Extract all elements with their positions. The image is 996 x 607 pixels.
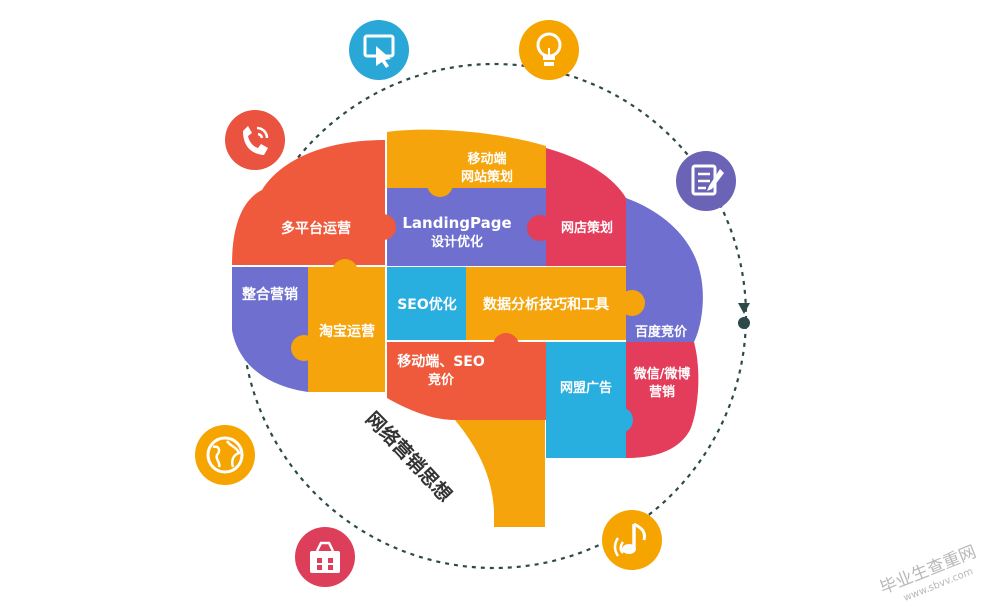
globe-icon — [195, 425, 255, 485]
label-mobile-seo-1: 移动端、SEO — [397, 353, 485, 370]
watermark: 毕业生查重网 www.sbvv.com — [877, 542, 979, 604]
label-mobile-site-1: 移动端 — [467, 151, 506, 167]
label-landing-1: LandingPage — [402, 214, 511, 232]
label-seo: SEO优化 — [397, 296, 457, 313]
label-shop: 网店策划 — [561, 220, 613, 236]
label-wechat-2: 营销 — [649, 384, 675, 400]
label-landing-2: 设计优化 — [431, 234, 483, 250]
tab-data-into-baidu — [619, 290, 645, 316]
tab-multi-into-landing — [370, 214, 396, 240]
label-alliance: 网盟广告 — [560, 380, 612, 396]
piece-taobao — [308, 267, 385, 392]
notepad-pen-icon — [676, 151, 736, 211]
tab-mobile-into-landing — [427, 171, 453, 197]
piece-multi-platform — [232, 140, 385, 265]
brain-stem — [455, 418, 545, 527]
label-taobao: 淘宝运营 — [319, 323, 375, 340]
label-mobile-site-2: 网站策划 — [461, 169, 513, 185]
label-integrated: 整合营销 — [241, 286, 298, 303]
piece-wechat — [626, 342, 699, 458]
orbit-ring — [240, 62, 748, 570]
ring-dot — [738, 317, 750, 329]
piece-seo — [387, 267, 466, 340]
shopping-basket-icon — [295, 527, 355, 587]
tab-alliance-into-wechat — [607, 407, 633, 433]
tab-taobao-into-integrated — [291, 335, 317, 361]
piece-mobile-site — [387, 129, 546, 188]
label-mobile-seo-2: 竞价 — [428, 372, 455, 388]
screen-touch-icon — [349, 20, 409, 80]
label-multi-platform: 多平台运营 — [281, 220, 351, 237]
tab-shop-into-landing — [527, 215, 553, 241]
center-caption: 网络营销思想 — [361, 408, 456, 507]
tab-seo-into-mobileseo — [493, 333, 519, 359]
piece-landing — [387, 188, 546, 266]
piece-shop — [546, 148, 626, 266]
piece-mobile-seo — [387, 342, 546, 420]
music-note-icon — [602, 510, 662, 570]
center-caption-path: 网络营销思想 — [361, 408, 456, 507]
piece-data-analysis — [466, 267, 626, 340]
piece-baidu — [626, 198, 703, 342]
piece-integrated — [232, 267, 308, 392]
label-data-analysis: 数据分析技巧和工具 — [483, 296, 609, 313]
label-wechat-1: 微信/微博 — [633, 366, 691, 382]
ring-arrow — [738, 303, 750, 314]
lightbulb-icon — [519, 20, 579, 80]
tab-taobao-into-multi — [332, 259, 358, 285]
phone-icon — [225, 110, 285, 170]
piece-alliance — [546, 342, 626, 458]
label-baidu: 百度竞价 — [635, 324, 688, 340]
